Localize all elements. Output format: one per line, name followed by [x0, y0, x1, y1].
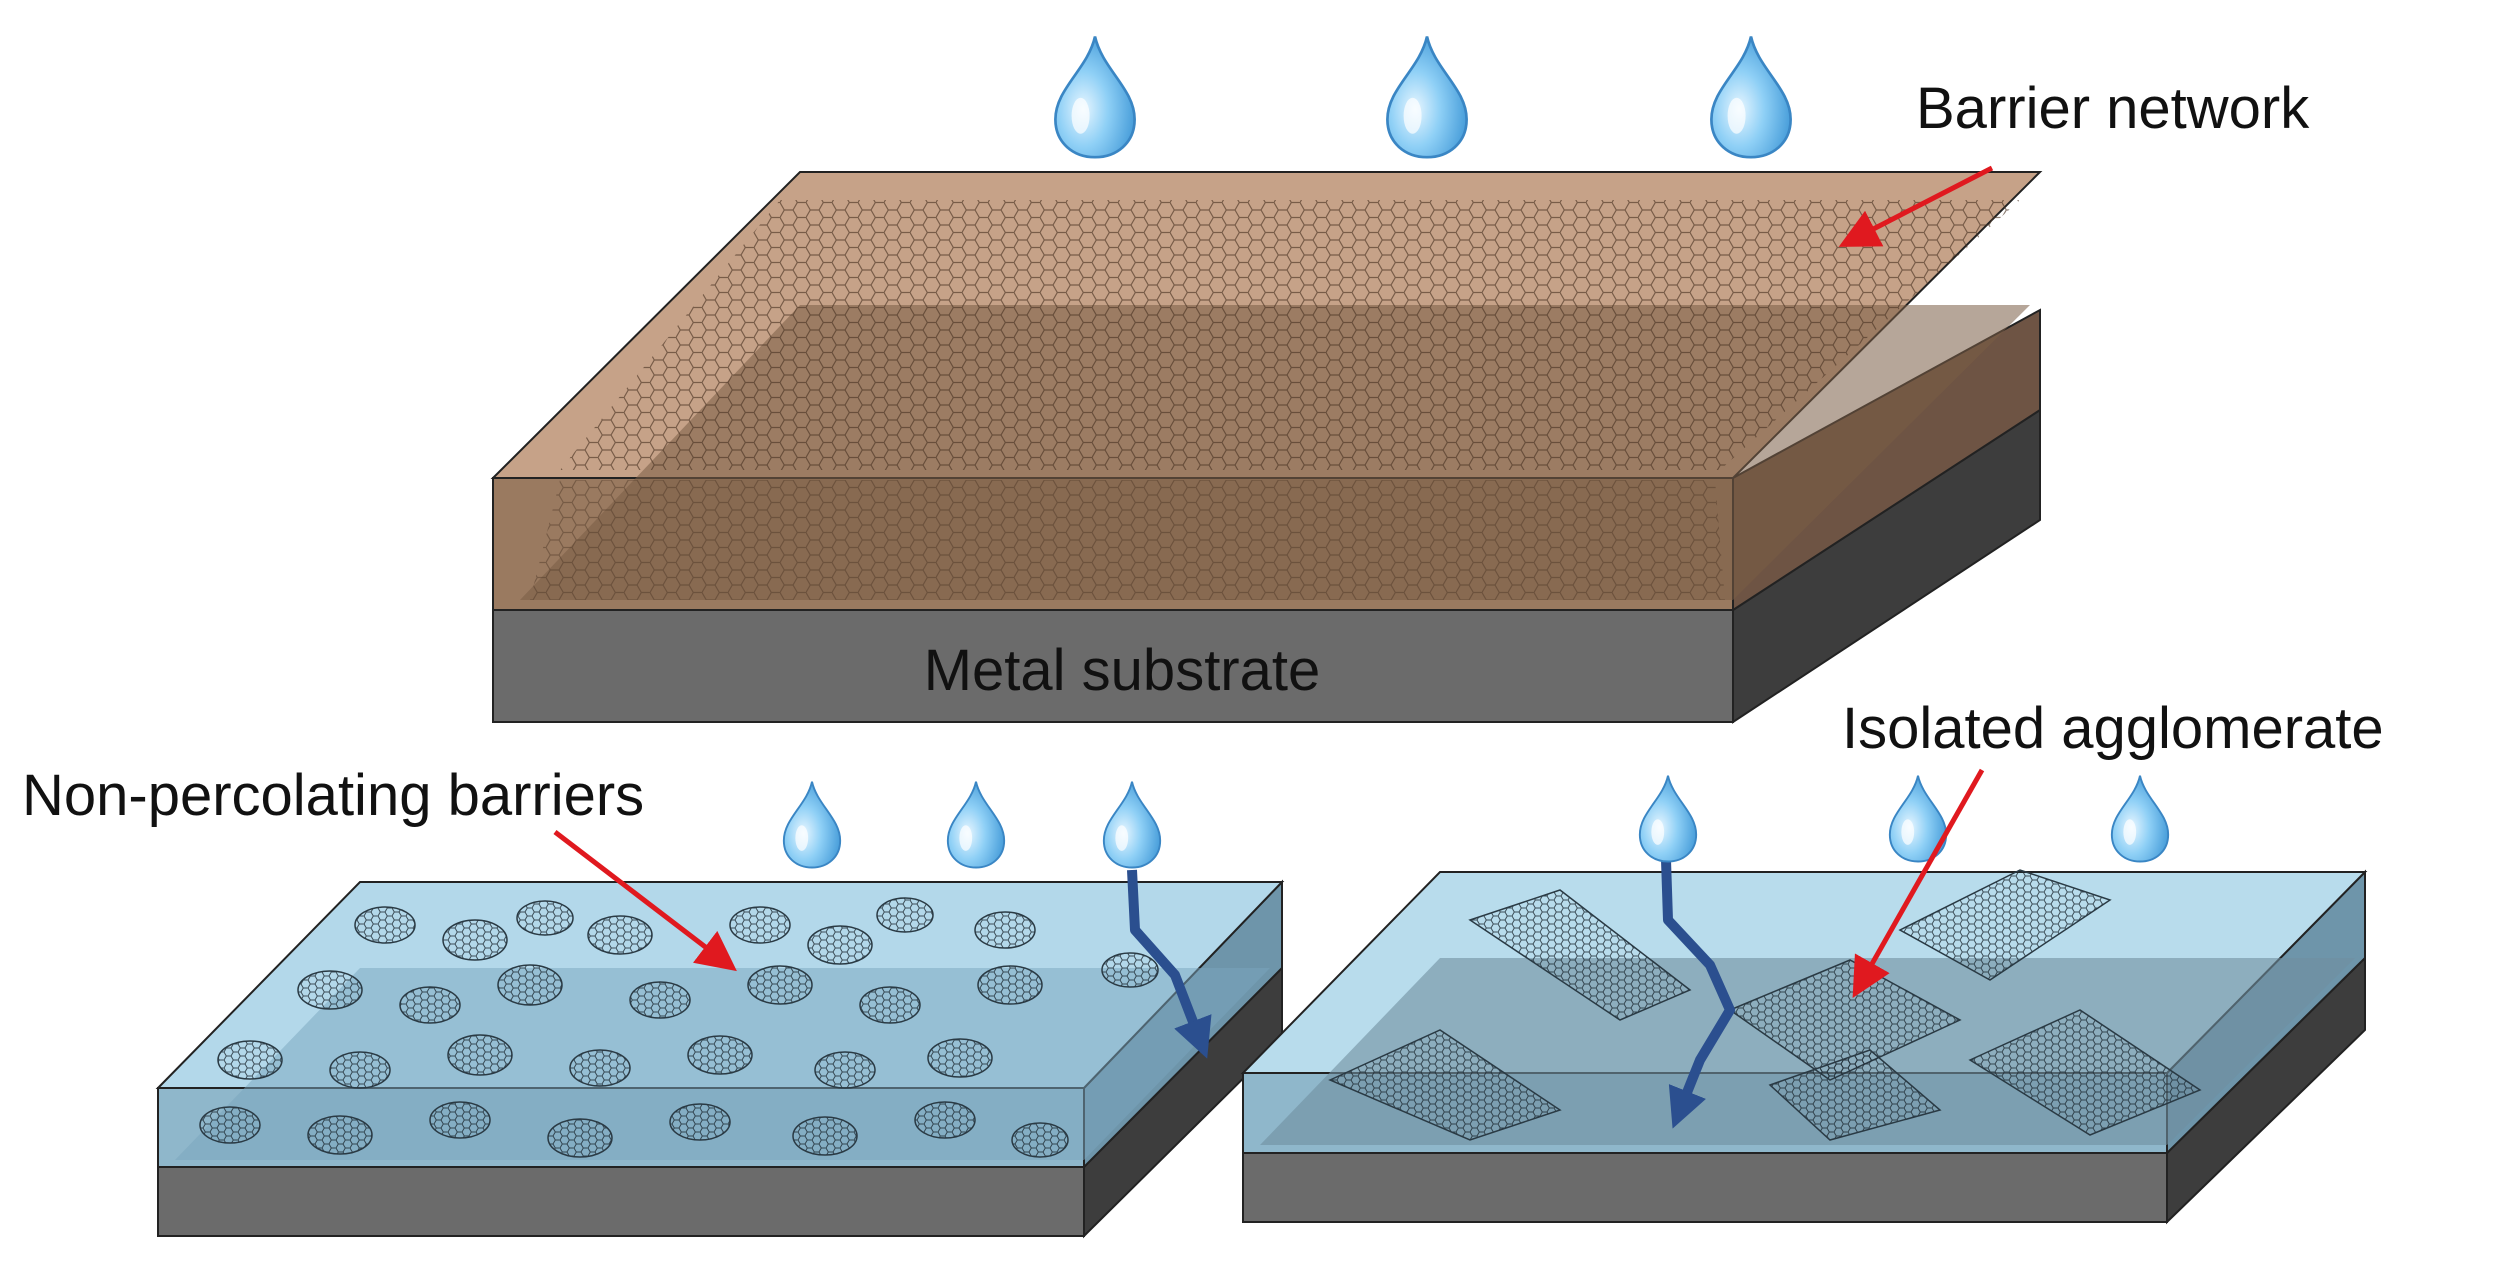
barrier-network-texture — [560, 200, 2020, 470]
top-coated-substrate: Metal substrate — [490, 171, 2043, 724]
red-arrow-icon — [1838, 165, 1994, 247]
non-percolating-flakes — [199, 897, 1159, 1158]
bottom-right-droplets — [1638, 774, 2170, 863]
water-droplet-icon — [1102, 780, 1162, 869]
bottom-right-coated-substrate — [1240, 859, 2368, 1225]
red-arrow-icon — [1852, 768, 1985, 999]
metal-substrate-label: Metal substrate — [924, 638, 1321, 703]
non-percolating-barriers-label: Non-percolating barriers — [22, 763, 644, 828]
water-droplet-icon — [1386, 35, 1468, 159]
water-droplet-icon — [2110, 774, 2170, 863]
right-substrate-front — [1242, 1152, 2168, 1223]
red-arrow-icon — [553, 830, 737, 972]
barrier-network-texture-front — [530, 480, 1725, 600]
diffusion-path-icon — [1661, 859, 1735, 1129]
water-droplet-icon — [1054, 35, 1136, 159]
top-droplets — [1054, 35, 1792, 159]
bottom-left-droplets — [782, 780, 1162, 869]
diffusion-path-icon — [1127, 869, 1212, 1059]
isolated-agglomerates — [1328, 869, 2202, 1141]
bottom-left-coated-substrate — [155, 869, 1285, 1239]
water-droplet-icon — [782, 780, 842, 869]
isolated-agglomerate-label: Isolated agglomerate — [1842, 696, 2384, 761]
water-droplet-icon — [1638, 774, 1698, 863]
left-substrate-front — [157, 1166, 1085, 1237]
water-droplet-icon — [1710, 35, 1792, 159]
water-droplet-icon — [946, 780, 1006, 869]
barrier-network-label: Barrier network — [1916, 76, 2310, 141]
